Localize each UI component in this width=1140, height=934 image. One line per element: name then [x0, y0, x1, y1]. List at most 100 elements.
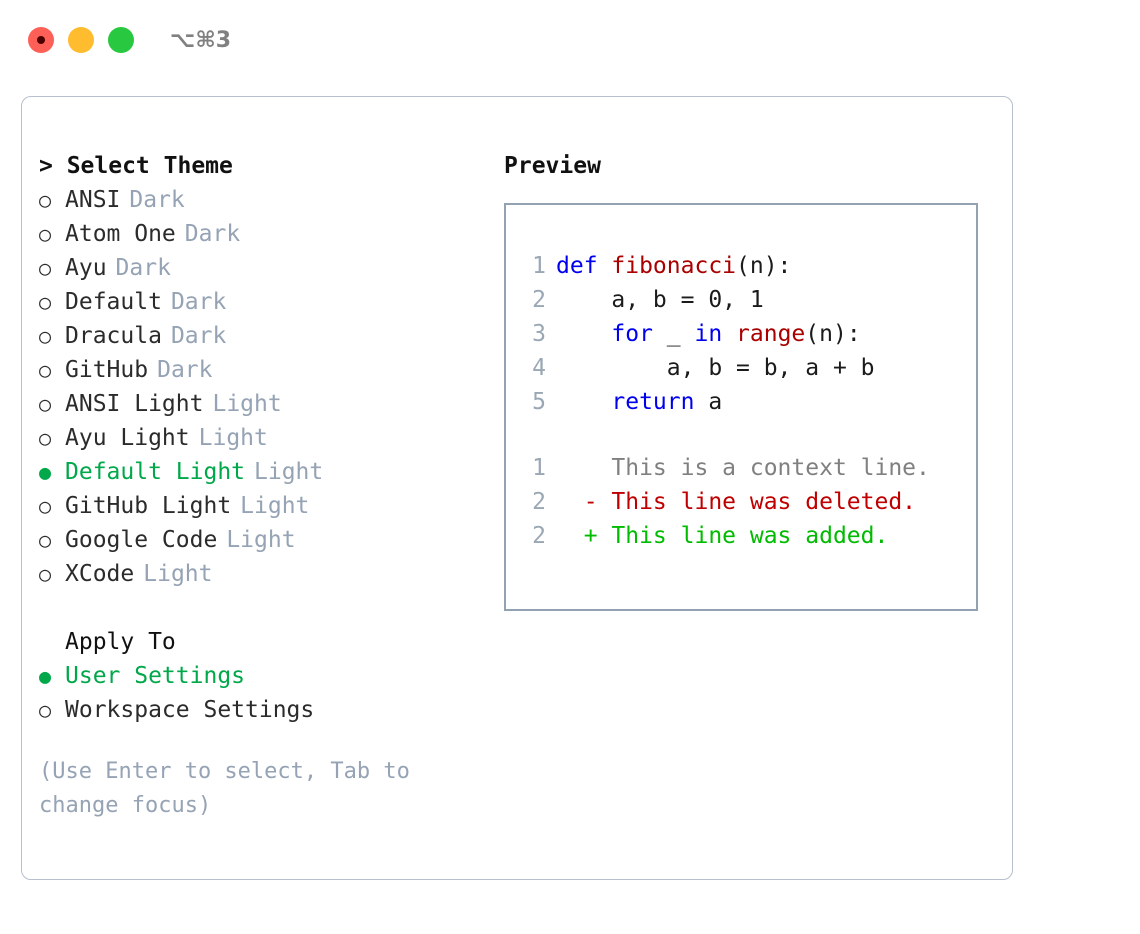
- window-controls: [28, 27, 134, 53]
- keyboard-shortcut-label: ⌥⌘3: [170, 27, 232, 53]
- code-token: in: [694, 321, 737, 347]
- radio-selected-icon: ●: [39, 460, 52, 484]
- theme-list-item[interactable]: ○ Google Code Light: [39, 523, 492, 557]
- code-token: range: [736, 321, 806, 347]
- code-line: 3 for _ in range(n):: [520, 317, 976, 351]
- code-token: (n):: [805, 321, 861, 347]
- list-spacer: [39, 591, 492, 625]
- maximize-button[interactable]: [108, 27, 134, 53]
- code-token: for: [611, 321, 653, 347]
- theme-variant-badge: Dark: [170, 289, 227, 315]
- radio-unselected-icon: ○: [39, 324, 52, 348]
- line-number: 1: [532, 253, 546, 279]
- theme-variant-badge: Light: [198, 425, 268, 451]
- code-token: a, b = 0, 1: [556, 287, 764, 313]
- code-line: 2 a, b = 0, 1: [520, 283, 976, 317]
- theme-name: Ayu Light: [65, 425, 190, 451]
- diff-marker: [556, 451, 598, 485]
- apply-to-heading: Apply To: [65, 629, 176, 655]
- apply-to-item[interactable]: ○ Workspace Settings: [39, 693, 492, 727]
- theme-list-item[interactable]: ○ Atom One Dark: [39, 217, 492, 251]
- theme-variant-badge: Dark: [157, 357, 213, 383]
- code-token: a: [694, 389, 723, 415]
- code-token: [556, 385, 611, 419]
- diff-marker: +: [556, 523, 598, 549]
- code-token: [556, 317, 611, 351]
- close-button[interactable]: [28, 27, 54, 53]
- close-icon: [37, 36, 45, 44]
- radio-unselected-icon: ○: [39, 426, 52, 450]
- theme-name: GitHub: [65, 357, 149, 383]
- preview-heading: Preview: [504, 153, 601, 179]
- diff-sample: 1 This is a context line.2 - This line w…: [520, 451, 976, 553]
- radio-unselected-icon: ○: [39, 562, 52, 586]
- theme-list-item[interactable]: ○ ANSI Dark: [39, 183, 492, 217]
- theme-name: ANSI Light: [65, 391, 204, 417]
- diff-text: This is a context line.: [597, 455, 930, 481]
- theme-variant-badge: Light: [240, 493, 310, 519]
- code-line: 4 a, b = b, a + b: [520, 351, 976, 385]
- preview-gap: [520, 419, 976, 451]
- line-number: 2: [532, 287, 546, 313]
- code-token: a, b = b, a + b: [556, 355, 875, 381]
- diff-marker: -: [556, 489, 598, 515]
- minimize-button[interactable]: [68, 27, 94, 53]
- theme-list-item[interactable]: ○ Dracula Dark: [39, 319, 492, 353]
- theme-variant-badge: Light: [226, 527, 296, 553]
- theme-name: Atom One: [65, 221, 176, 247]
- radio-unselected-icon: ○: [39, 222, 52, 246]
- theme-name: Ayu: [65, 255, 107, 281]
- theme-name: Dracula: [65, 323, 162, 349]
- line-number: 2: [532, 523, 546, 549]
- code-token: def: [556, 253, 612, 279]
- theme-name: ANSI: [65, 187, 121, 213]
- title-bar: ⌥⌘3: [0, 0, 1140, 80]
- radio-unselected-icon: ○: [39, 392, 52, 416]
- theme-variant-badge: Dark: [115, 255, 171, 281]
- diff-text: This line was deleted.: [597, 489, 917, 515]
- diff-line: 2 + This line was added.: [520, 519, 976, 553]
- code-token: _: [652, 321, 695, 347]
- theme-variant-badge: Dark: [129, 187, 185, 213]
- code-line: 5 return a: [520, 385, 976, 419]
- theme-list-item[interactable]: ○ ANSI Light Light: [39, 387, 492, 421]
- code-token: return: [611, 389, 695, 415]
- radio-unselected-icon: ○: [39, 698, 52, 722]
- line-number: 1: [532, 455, 546, 481]
- radio-selected-icon: ●: [39, 664, 52, 688]
- code-token: (n):: [736, 253, 792, 279]
- apply-to-label: Workspace Settings: [65, 697, 315, 723]
- theme-variant-badge: Light: [212, 391, 282, 417]
- radio-unselected-icon: ○: [39, 358, 52, 382]
- code-token: fibonacci: [611, 253, 737, 279]
- theme-list-item[interactable]: ○ GitHub Dark: [39, 353, 492, 387]
- theme-variant-badge: Dark: [170, 323, 227, 349]
- apply-to-list: ●User Settings ○ Workspace Settings: [39, 659, 492, 727]
- keyboard-hint: (Use Enter to select, Tab to change focu…: [39, 759, 424, 818]
- theme-name: GitHub Light: [65, 493, 232, 519]
- radio-unselected-icon: ○: [39, 188, 52, 212]
- line-number: 3: [532, 321, 546, 347]
- line-number: 2: [532, 489, 546, 515]
- theme-name: Google Code: [65, 527, 218, 553]
- diff-line: 2 - This line was deleted.: [520, 485, 976, 519]
- line-number: 5: [532, 389, 546, 415]
- theme-variant-badge: Dark: [184, 221, 241, 247]
- code-line: 1 def fibonacci(n):: [520, 249, 976, 283]
- theme-variant-badge: Light: [254, 459, 324, 485]
- radio-unselected-icon: ○: [39, 528, 52, 552]
- theme-list-item[interactable]: ○ Ayu Light Light: [39, 421, 492, 455]
- apply-to-item[interactable]: ●User Settings: [39, 659, 492, 693]
- theme-name: Default: [65, 289, 162, 315]
- diff-line: 1 This is a context line.: [520, 451, 976, 485]
